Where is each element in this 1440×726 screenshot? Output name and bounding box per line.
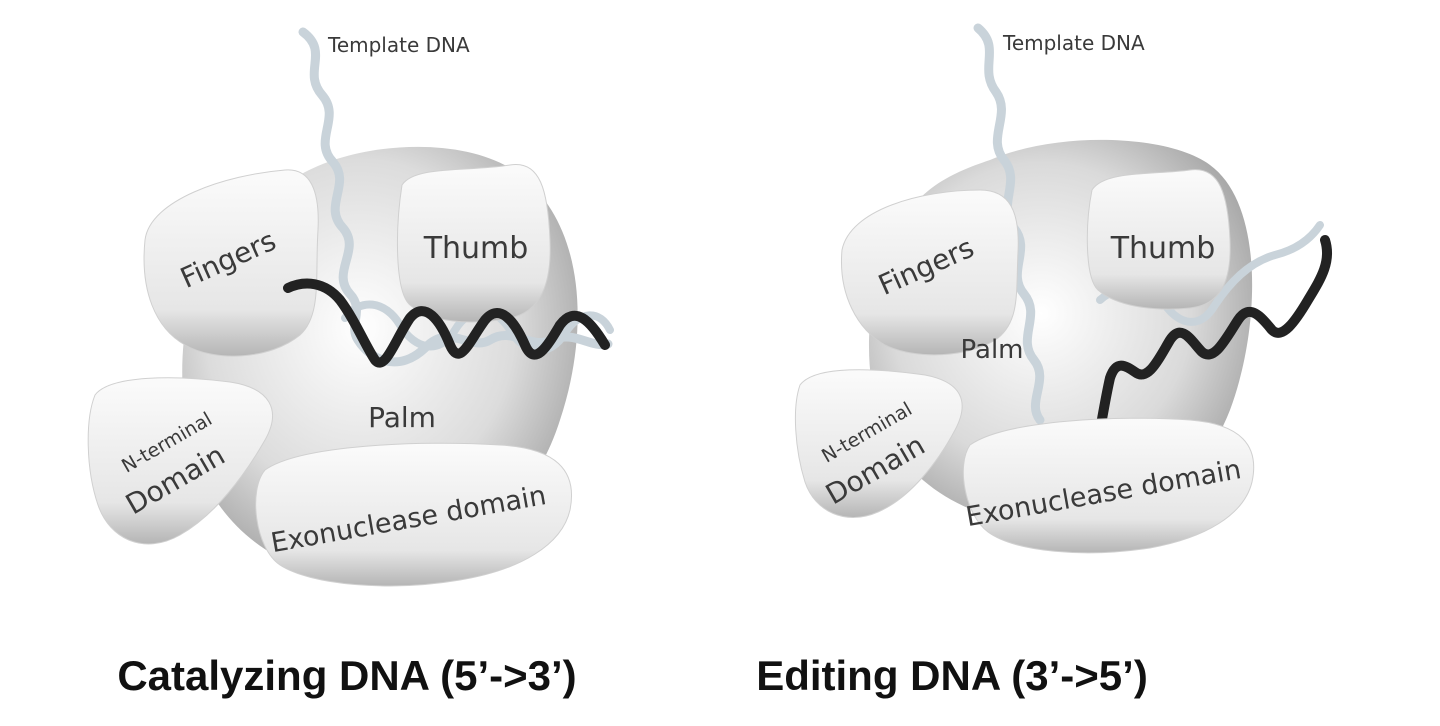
- thumb-label: Thumb: [423, 231, 529, 266]
- palm-label: Palm: [961, 335, 1024, 365]
- thumb-domain: [1086, 169, 1231, 310]
- thumb-label: Thumb: [1110, 231, 1216, 266]
- new-dna-strand: [1090, 235, 1333, 465]
- catalyzing-panel: Template DNA Fingers Thumb Palm N-termin…: [87, 27, 614, 699]
- exonuclease-domain: [962, 417, 1255, 554]
- catalyzing-caption: Catalyzing DNA (5’->3’): [117, 652, 577, 699]
- new-dna-strand: [283, 278, 610, 368]
- fingers-domain: [840, 189, 1019, 356]
- n-terminal-domain: [794, 369, 963, 518]
- exonuclease-domain: [255, 442, 572, 587]
- fingers-domain: [143, 169, 319, 357]
- template-dna-label: Template DNA: [327, 33, 470, 57]
- editing-panel: Template DNA Fingers Thumb Palm N-termin…: [720, 0, 1440, 726]
- template-dna-label: Template DNA: [1002, 31, 1145, 55]
- n-terminal-domain: [87, 377, 273, 545]
- polymerase-diagram-catalyzing: Template DNA Fingers Thumb Palm N-termin…: [87, 27, 614, 587]
- palm-label: Palm: [368, 401, 436, 434]
- polymerase-diagram-editing: Template DNA Fingers Thumb Palm N-termin…: [794, 23, 1333, 554]
- thumb-domain: [396, 163, 551, 323]
- editing-caption: Editing DNA (3’->5’): [756, 652, 1148, 699]
